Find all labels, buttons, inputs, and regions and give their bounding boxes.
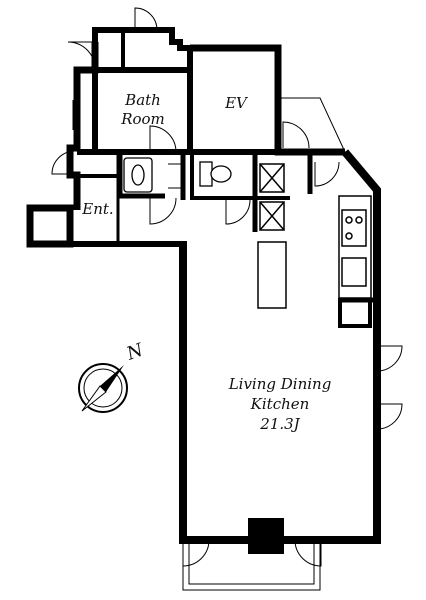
kitchen-storage-door [314, 161, 340, 187]
ev-hall-outer [278, 97, 346, 153]
ldk-label-line2: Kitchen [250, 395, 310, 413]
entrance-door [51, 150, 76, 175]
toilet-sliding-door [168, 163, 184, 189]
fridge-box [338, 298, 372, 328]
bath-door [149, 125, 177, 153]
north-label: N [123, 339, 147, 365]
burner-1 [345, 216, 353, 224]
compass-inner-ring [83, 368, 123, 408]
wash-wall [117, 152, 165, 199]
ev-label: EV [224, 94, 249, 112]
window-door-lower [376, 403, 403, 430]
wash-door [149, 197, 177, 225]
shafts [259, 163, 285, 231]
top-wall [190, 44, 345, 156]
sanitary-fixtures [123, 157, 232, 193]
entrance-box-wall [26, 204, 74, 248]
entrance-label: Ent. [81, 200, 113, 218]
closet-door-top [134, 7, 158, 31]
compass-needle-north [100, 365, 124, 392]
ldk-outer-wall [179, 149, 381, 544]
bath-label-line2: Room [120, 110, 165, 128]
window-door-upper [376, 345, 403, 372]
compass-icon: N [78, 339, 147, 413]
kitchen-fixtures [257, 195, 372, 309]
ev-door [282, 121, 310, 149]
toilet-door [225, 199, 251, 225]
ldk-area-label: 21.3J [259, 415, 300, 433]
burner-2 [355, 216, 363, 224]
toilet-wall [190, 152, 222, 200]
toilet-tank [199, 161, 213, 187]
balcony-door-left [182, 539, 210, 567]
left-upper-wall [66, 42, 99, 210]
shaft-upper-x2 [259, 163, 285, 193]
windows [72, 44, 270, 130]
kitchen-sink [341, 257, 367, 287]
bath-label-line1: Bath [124, 91, 161, 109]
compass-needle-south [81, 385, 107, 412]
stove [341, 209, 367, 247]
closet-wall [92, 27, 190, 51]
structural-pillar [248, 518, 284, 554]
balcony-outer [182, 544, 321, 591]
kitchen-island [257, 241, 287, 309]
closet-door-left [67, 41, 96, 70]
shaft-lower-x2 [259, 201, 285, 231]
balcony-inner [188, 544, 315, 585]
ldk-label-line1: Living Dining [228, 375, 332, 393]
burner-3 [345, 232, 353, 240]
walls [26, 27, 381, 544]
washbasin [131, 164, 145, 186]
balcony [182, 97, 346, 591]
toilet-bowl [210, 165, 232, 183]
doors [51, 7, 403, 567]
